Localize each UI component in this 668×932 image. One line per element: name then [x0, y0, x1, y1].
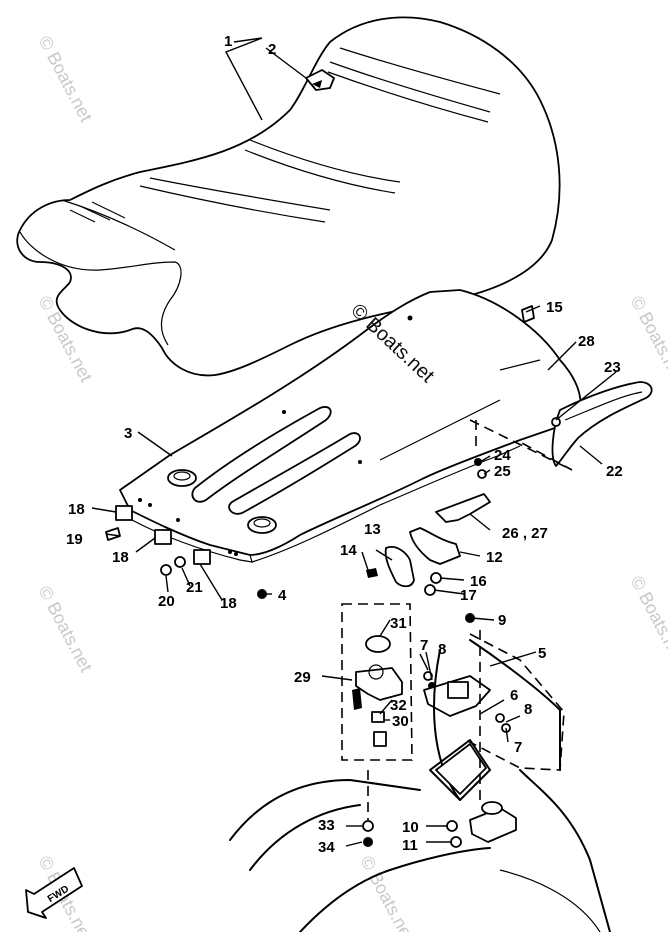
callout-32: 32 — [390, 697, 407, 714]
callout-24: 24 — [494, 447, 511, 464]
callout-2: 2 — [268, 41, 276, 58]
dashed-groups — [341, 419, 573, 820]
callout-15: 15 — [546, 299, 563, 316]
callout-18: 18 — [112, 549, 129, 566]
callout-8: 8 — [524, 701, 532, 718]
callout-21: 21 — [186, 579, 203, 596]
callout-11: 11 — [402, 837, 418, 854]
callout-5: 5 — [538, 645, 546, 662]
latch-bracket — [384, 527, 461, 588]
callout-6: 6 — [510, 687, 518, 704]
plate — [435, 493, 491, 523]
callout-26-27: 26 , 27 — [502, 525, 548, 542]
callout-16: 16 — [470, 573, 487, 590]
callout-19: 19 — [66, 531, 83, 548]
watermark: © Boats.net — [626, 572, 668, 665]
callout-34: 34 — [318, 839, 335, 856]
watermark: © Boats.net — [34, 582, 96, 675]
seat-clip — [305, 69, 335, 91]
callout-12: 12 — [486, 549, 503, 566]
callout-23: 23 — [604, 359, 621, 376]
callout-18: 18 — [220, 595, 237, 612]
callout-4: 4 — [278, 587, 287, 604]
callout-9: 9 — [498, 612, 506, 629]
callout-29: 29 — [294, 669, 311, 686]
callout-13: 13 — [364, 521, 381, 538]
callout-17: 17 — [460, 587, 477, 604]
watermark: © Boats.net — [34, 32, 96, 125]
callout-8: 8 — [438, 641, 446, 658]
hull — [229, 639, 611, 932]
leader-lines — [91, 37, 617, 847]
callout-3: 3 — [124, 425, 132, 442]
callout-20: 20 — [158, 593, 175, 610]
callout-14: 14 — [340, 542, 357, 559]
callout-7: 7 — [420, 637, 428, 654]
callout-31: 31 — [390, 615, 407, 632]
callout-18: 18 — [68, 501, 85, 518]
seat-base — [119, 289, 582, 563]
callout-25: 25 — [494, 463, 511, 480]
callout-10: 10 — [402, 819, 419, 836]
callout-28: 28 — [578, 333, 595, 350]
watermark: © Boats.net — [626, 292, 668, 385]
callout-22: 22 — [606, 463, 623, 480]
callout-labels: 1 2 3 4 5 6 7 7 8 8 9 10 11 12 13 14 15 … — [66, 33, 623, 856]
callout-1: 1 — [224, 33, 232, 50]
callout-7: 7 — [514, 739, 522, 756]
callout-30: 30 — [392, 713, 409, 730]
seat-cover — [16, 16, 561, 377]
hardware — [105, 305, 561, 848]
callout-33: 33 — [318, 817, 335, 834]
